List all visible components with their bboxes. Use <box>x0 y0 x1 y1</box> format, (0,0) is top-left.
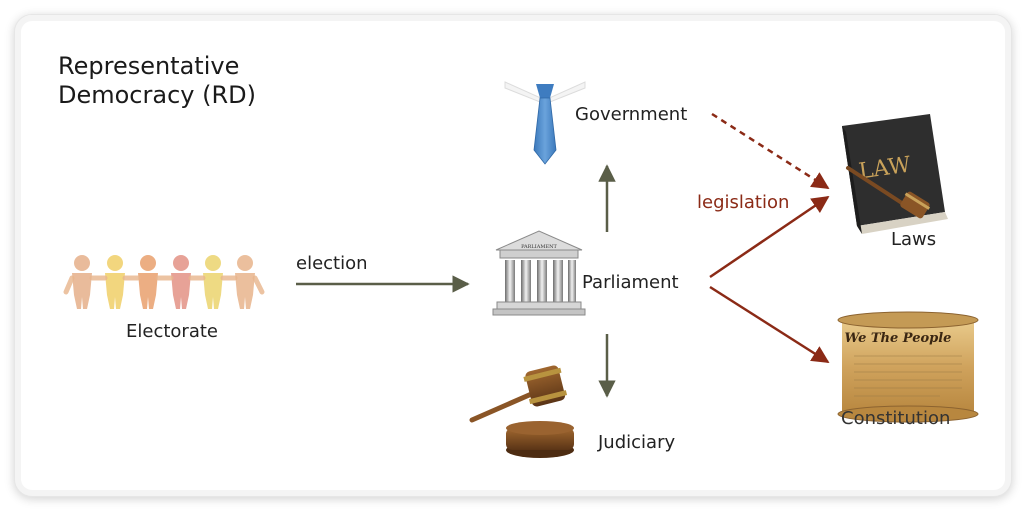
title-line-1: Representative <box>58 52 240 80</box>
parliament-building-icon: PARLIAMENT <box>492 230 586 316</box>
tie-icon <box>504 81 586 165</box>
diagram-title: Representative Democracy (RD) <box>58 52 256 110</box>
constitution-scroll-icon: We The People <box>837 311 979 423</box>
gavel-icon <box>469 365 574 458</box>
election-label: election <box>296 253 368 274</box>
judiciary-label: Judiciary <box>598 432 676 453</box>
constitution-label: Constitution <box>841 408 951 429</box>
law-book-icon: LAW <box>842 114 948 234</box>
constitution-scroll-text: We The People <box>845 331 952 346</box>
legislation-label: legislation <box>697 192 790 213</box>
government-to-laws-dashed-arrow <box>711 112 830 190</box>
title-line-2: Democracy (RD) <box>58 81 256 109</box>
parliament-to-laws-arrow <box>709 195 830 279</box>
parliament-to-constitution-arrow <box>709 285 830 364</box>
government-label: Government <box>575 104 688 125</box>
people-chain-icon <box>63 255 265 309</box>
laws-label: Laws <box>891 229 937 250</box>
electorate-label: Electorate <box>126 321 218 342</box>
parliament-sign-text: PARLIAMENT <box>521 244 557 250</box>
parliament-label: Parliament <box>582 272 679 293</box>
